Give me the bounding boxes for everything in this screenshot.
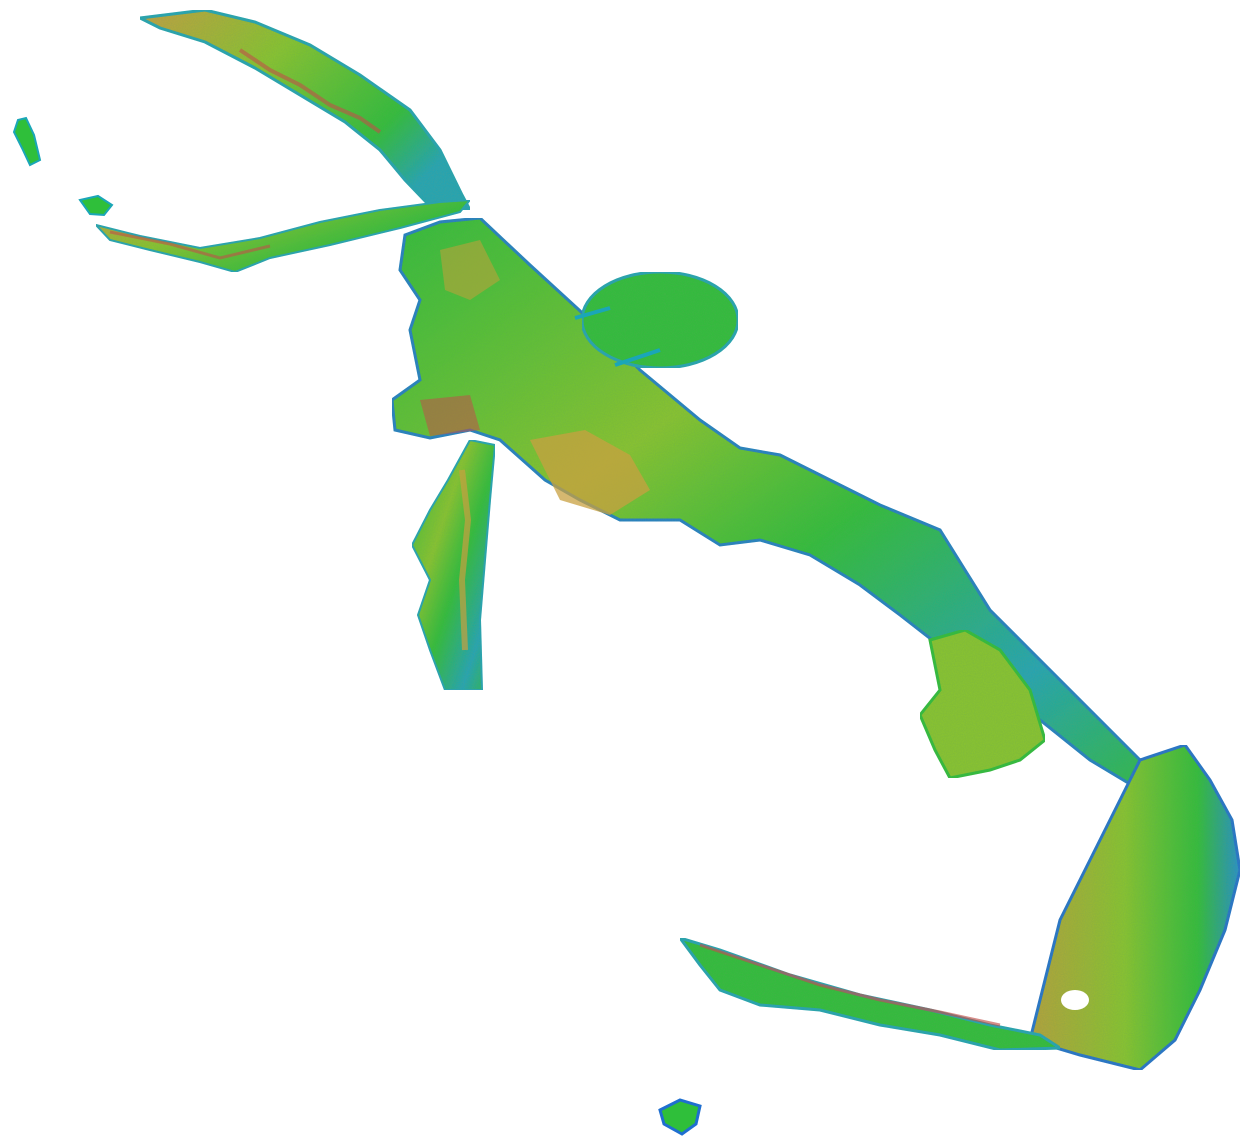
branch-cluster — [918, 628, 1047, 780]
main-corridor-highland-3 — [440, 240, 500, 300]
south-spur — [676, 935, 1065, 1052]
north-arc — [134, 8, 473, 212]
east-wing — [1028, 743, 1242, 1072]
south-island — [658, 1098, 702, 1136]
south-peninsula — [410, 438, 497, 691]
main-corridor-highland-2 — [420, 395, 480, 436]
north-arc-ridge — [238, 48, 382, 134]
main-corridor — [390, 216, 1191, 792]
west-spur — [92, 198, 473, 274]
west-island-a — [12, 116, 42, 167]
west-spur-ridge — [109, 230, 271, 260]
south-peninsula-ridge — [458, 469, 472, 651]
offshoot-blob — [580, 270, 740, 370]
offshoot-connector — [574, 306, 661, 367]
west-island-b — [78, 194, 114, 217]
main-corridor-highland — [530, 430, 650, 515]
south-spur-ridge — [699, 943, 1001, 1027]
east-wing-gap — [1061, 990, 1089, 1010]
